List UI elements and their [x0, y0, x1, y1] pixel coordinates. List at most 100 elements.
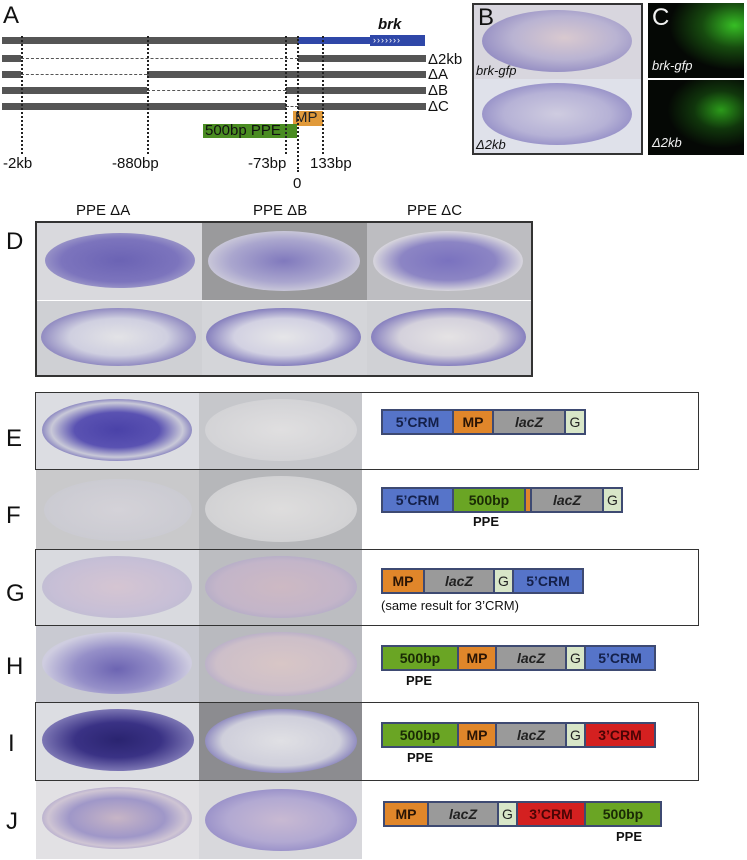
db-right-bar [286, 87, 426, 94]
panel-j-letter: J [6, 808, 18, 835]
ppe-sublabel-j: PPE [616, 829, 643, 844]
segment-g: G [564, 411, 584, 433]
embryo-stain [205, 632, 357, 696]
embryo-stain [42, 709, 194, 771]
label-c-d2kb: Δ2kb [652, 135, 682, 150]
construct-i: 500bp MP lacZ G 3’CRM [381, 722, 656, 748]
embryo-stain [371, 308, 526, 366]
segment-mp: MP [457, 647, 495, 669]
e-late-image [199, 393, 362, 469]
embryo-d2kb [482, 83, 632, 145]
db-left-bar [2, 87, 147, 94]
segment-g: G [497, 803, 516, 825]
panel-a-letter: A [3, 2, 20, 29]
panel-c-top-image: brk-gfp [648, 3, 744, 78]
segment-mp-sliver [524, 489, 530, 511]
label-brk-gfp: brk-gfp [476, 63, 517, 78]
da-left-bar [2, 71, 21, 78]
d-dc-early [367, 223, 531, 300]
label-d2kb: Δ2kb [476, 137, 506, 152]
db-deletion-line [147, 90, 286, 91]
tick-label-zero: 0 [293, 175, 302, 192]
ppe-element-box: 500bp PPE [203, 123, 297, 138]
segment-lacz: lacZ [423, 570, 493, 592]
brk-transcript-bar [298, 37, 370, 44]
dc-right-bar [298, 103, 426, 110]
construct-j: MP lacZ G 3’CRM 500bp [383, 801, 662, 827]
segment-lacz: lacZ [530, 489, 602, 511]
ppe-sublabel-i: PPE [407, 750, 434, 765]
marker-line-133bp [322, 36, 324, 154]
d-db-late [202, 301, 367, 375]
segment-3crm: 3’CRM [584, 724, 654, 746]
segment-5crm: 5’CRM [584, 647, 654, 669]
marker-line-73bp [285, 36, 287, 154]
segment-3crm: 3’CRM [516, 803, 584, 825]
panel-f-letter: F [6, 502, 21, 529]
column-label-ppe-dc: PPE ΔC [407, 202, 463, 219]
d2kb-left-bar [2, 55, 21, 62]
brk-coding-arrows-icon: ››››››› [370, 35, 425, 46]
segment-lacz: lacZ [492, 411, 564, 433]
d-db-early [202, 223, 367, 300]
mp-element-box: MP [293, 110, 323, 126]
marker-line-880bp [147, 36, 149, 154]
segment-g: G [602, 489, 621, 511]
construct-e: 5’CRM MP lacZ G [381, 409, 586, 435]
row-label-db: ΔB [428, 82, 449, 99]
segment-mp: MP [383, 570, 423, 592]
embryo-stain [42, 787, 192, 849]
panel-g-frame [35, 549, 699, 626]
wt-locus-bar [2, 37, 298, 44]
segment-g: G [565, 724, 584, 746]
segment-ppe: 500bp [383, 647, 457, 669]
marker-line-zero [297, 36, 299, 172]
g-note: (same result for 3’CRM) [381, 598, 519, 613]
embryo-stain [41, 308, 196, 366]
panel-d-frame [35, 221, 533, 377]
embryo-stain [44, 479, 192, 541]
panel-b-letter: B [478, 4, 495, 31]
label-c-brk-gfp: brk-gfp [652, 58, 693, 73]
embryo-stain [205, 709, 357, 773]
segment-g: G [493, 570, 512, 592]
embryo-stain [208, 231, 360, 291]
construct-g: MP lacZ G 5’CRM [381, 568, 584, 594]
segment-ppe: 500bp [452, 489, 524, 511]
embryo-brk-gfp [482, 10, 632, 72]
h-early-image [36, 626, 199, 703]
j-early-image [36, 781, 199, 859]
segment-mp: MP [452, 411, 492, 433]
g-early-image [36, 550, 199, 625]
embryo-stain [206, 308, 361, 366]
segment-lacz: lacZ [495, 724, 565, 746]
h-late-image [199, 626, 362, 703]
panel-b-top-image: brk-gfp [474, 5, 641, 79]
panel-d-letter: D [6, 228, 24, 255]
gfp-signal-d2kb [658, 80, 744, 155]
d-dc-late [367, 301, 531, 375]
segment-mp: MP [385, 803, 427, 825]
construct-f: 5’CRM 500bp lacZ G [381, 487, 623, 513]
d-da-late [37, 301, 202, 375]
d2kb-deletion-line [21, 58, 298, 59]
embryo-stain [205, 789, 357, 851]
embryo-stain [205, 556, 357, 618]
panel-g-letter: G [6, 580, 25, 607]
i-late-image [199, 703, 362, 780]
panel-b-frame [472, 3, 643, 155]
embryo-stain [42, 399, 192, 461]
gfp-signal-brk-gfp [658, 3, 744, 78]
row-label-d2kb: Δ2kb [428, 51, 463, 68]
segment-mp: MP [457, 724, 495, 746]
embryo-stain [45, 233, 195, 288]
column-label-ppe-db: PPE ΔB [253, 202, 308, 219]
tick-label-880bp: -880bp [112, 155, 159, 172]
embryo-stain [373, 231, 523, 291]
row-label-dc: ΔC [428, 98, 449, 115]
segment-5crm: 5’CRM [383, 411, 452, 433]
ppe-sublabel-h: PPE [406, 673, 433, 688]
dc-left-bar [2, 103, 286, 110]
dc-deletion-line [286, 106, 298, 107]
f-late-image [199, 470, 362, 550]
